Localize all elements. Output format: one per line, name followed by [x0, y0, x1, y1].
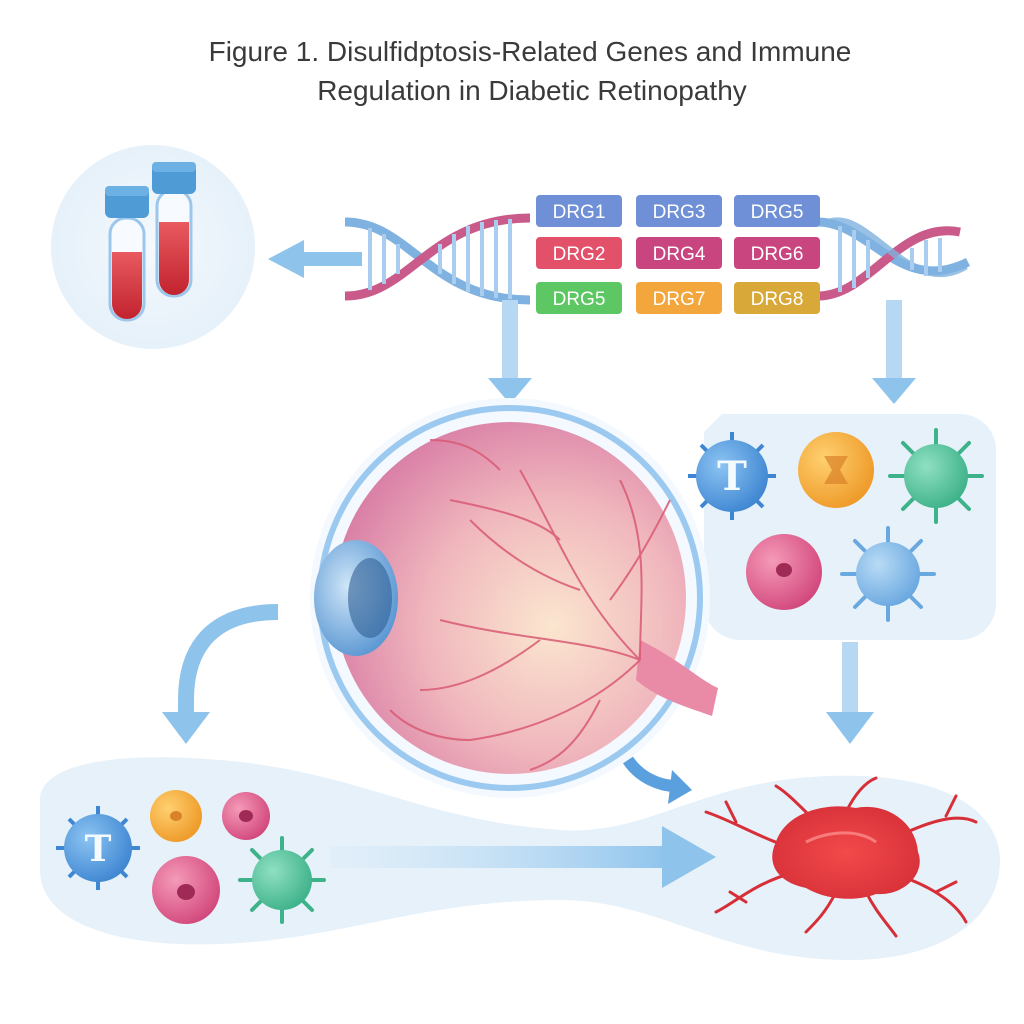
gene-tag-drg5-r1c3: DRG5 — [734, 195, 820, 227]
gene-tag-box — [536, 237, 622, 269]
pink-immune-cell-icon — [746, 534, 822, 610]
figure-title-line2: Regulation in Diabetic Retinopathy — [317, 75, 747, 106]
gene-tag-box — [734, 237, 820, 269]
gene-tag-label: DRG1 — [553, 202, 606, 223]
gene-tag-box — [536, 282, 622, 314]
orange-immune-cell-icon — [798, 432, 874, 508]
t-cell-bottom-icon: T — [56, 806, 140, 890]
gene-tag-drg6-r2c3: DRG6 — [734, 237, 820, 269]
gene-tag-label: DRG5 — [553, 289, 606, 310]
green-virus-bottom-icon — [238, 836, 326, 924]
gene-tag-box — [734, 195, 820, 227]
gene-tag-label: DRG7 — [653, 289, 706, 310]
arrow-down-to-immune-panel — [872, 300, 916, 404]
gene-tag-drg5-r3c1: DRG5 — [536, 282, 622, 314]
orange-cell-bottom-icon — [150, 790, 202, 842]
arrow-down-to-eye — [488, 300, 532, 404]
pink-cell-bottom-large-icon — [152, 856, 220, 924]
t-cell-bottom-letter: T — [85, 828, 112, 870]
arrow-left-to-blood — [268, 240, 362, 278]
retinal-blood-vessels — [389, 439, 671, 771]
t-cell-icon: T — [688, 432, 776, 520]
gene-tag-drg3-r1c2: DRG3 — [636, 195, 722, 227]
retinal-damage-icon — [704, 776, 978, 938]
blood-sample-panel — [51, 145, 255, 349]
green-virus-icon — [888, 428, 984, 524]
gene-tag-box — [636, 237, 722, 269]
eye-illustration — [310, 398, 718, 798]
gene-tag-drg1-r1c1: DRG1 — [536, 195, 622, 227]
gene-tag-drg4-r2c2: DRG4 — [636, 237, 722, 269]
gene-tag-label: DRG6 — [751, 244, 804, 265]
dna-helix-right-icon — [817, 217, 971, 301]
test-tube-right-icon — [152, 162, 196, 298]
gene-tag-box — [734, 282, 820, 314]
figure-title-line1: Figure 1. Disulfidptosis-Related Genes a… — [209, 36, 852, 67]
gene-tag-label: DRG3 — [653, 202, 706, 223]
test-tube-left-icon — [105, 186, 149, 322]
arrow-right-to-retinal-damage — [330, 826, 716, 888]
gene-tag-label: DRG8 — [751, 289, 804, 310]
lens-cornea — [314, 540, 398, 656]
gene-tag-box — [636, 195, 722, 227]
lightblue-virus-icon — [840, 526, 936, 622]
gene-tag-box — [636, 282, 722, 314]
gene-tag-label: DRG4 — [653, 244, 706, 265]
dna-helix-left-icon — [344, 213, 531, 305]
pink-cell-bottom-small-icon — [222, 792, 270, 840]
t-cell-letter: T — [717, 453, 747, 500]
curved-arrow-to-bottom-left — [162, 604, 279, 744]
arrow-down-to-retinal-damage — [826, 642, 874, 744]
curved-arrow-eye-to-damage — [623, 756, 692, 804]
gene-tag-drg8-r3c3: DRG8 — [734, 282, 820, 314]
gene-tag-drg2-r2c1: DRG2 — [536, 237, 622, 269]
gene-tag-drg7-r3c2: DRG7 — [636, 282, 722, 314]
gene-tag-box — [536, 195, 622, 227]
gene-tag-label: DRG2 — [553, 244, 606, 265]
gene-tag-label: DRG5 — [751, 202, 804, 223]
